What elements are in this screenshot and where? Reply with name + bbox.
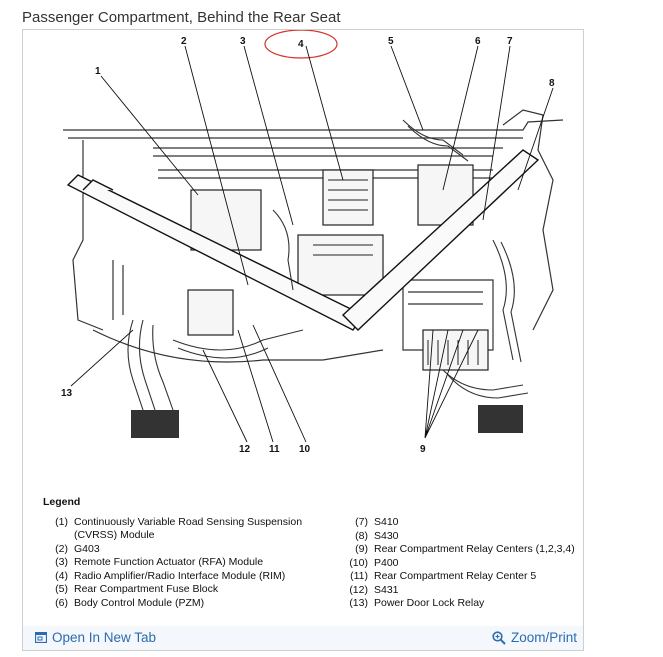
legend-item-number: (6) — [55, 596, 68, 609]
legend-item-number: (9) — [355, 543, 368, 555]
legend-item-number: (7) — [355, 516, 368, 528]
legend-item: (9) Rear Compartment Relay Centers (1,2,3… — [343, 543, 583, 556]
callout-10: 10 — [299, 444, 311, 455]
legend-item: (2) G403 — [43, 543, 313, 556]
legend-right-column: (7) S410 (8) S430 (9) Rear Compartment Rela… — [343, 516, 583, 611]
legend-item-number: (5) — [55, 583, 68, 595]
legend-item: (8) S430 — [343, 530, 583, 543]
callout-11: 11 — [269, 444, 280, 455]
image-footer-bar: Open In New Tab Zoom/Print — [23, 626, 583, 650]
wire-harnesses — [127, 119, 529, 411]
wiring-diagram[interactable]: 1 2 3 4 5 6 7 8 9 10 11 12 13 — [23, 30, 583, 490]
leader-lines — [70, 45, 554, 443]
new-tab-icon — [35, 632, 47, 643]
legend-item-number: (4) — [55, 569, 68, 582]
legend-item: (13) Power Door Lock Relay — [343, 597, 583, 610]
page-title: Passenger Compartment, Behind the Rear S… — [22, 9, 341, 26]
callout-1: 1 — [95, 66, 101, 77]
legend-item-text: S410 — [374, 516, 399, 528]
callout-2: 2 — [181, 36, 187, 47]
callout-13: 13 — [61, 388, 73, 399]
legend-item-text: Rear Compartment Relay Center 5 — [374, 570, 537, 582]
legend-item-number: (2) — [55, 542, 68, 555]
legend-item-number: (8) — [355, 529, 368, 542]
legend-item-number: (1) — [55, 516, 68, 528]
legend-item-text: Continuously Variable Road Sensing Suspe… — [74, 516, 303, 541]
legend-item-text: G403 — [74, 542, 100, 555]
legend-item: (7) S410 — [343, 516, 583, 529]
legend-item-number: (3) — [55, 556, 68, 568]
legend-item-text: S431 — [374, 583, 399, 596]
highlight-ellipse — [264, 30, 338, 59]
legend-item: (6) Body Control Module (PZM) — [43, 597, 313, 610]
legend-item: (3) Remote Function Actuator (RFA) Module — [43, 556, 313, 569]
legend-item: (4) Radio Amplifier/Radio Interface Modul… — [43, 570, 313, 583]
legend-item-text: Power Door Lock Relay — [374, 597, 485, 609]
legend-item: (1) Continuously Variable Road Sensing Su… — [43, 516, 313, 542]
zoom-print-label: Zoom/Print — [510, 630, 577, 645]
callout-4: 4 — [298, 39, 304, 50]
open-in-new-tab-label: Open In New Tab — [52, 630, 157, 645]
callout-12: 12 — [239, 444, 251, 455]
diagram-frame: 1 2 3 4 5 6 7 8 9 10 11 12 13 Legend (1)… — [22, 29, 584, 651]
callout-5: 5 — [388, 36, 394, 47]
legend-item-text: S430 — [374, 529, 399, 542]
callout-7: 7 — [507, 36, 513, 47]
magnifier-icon — [492, 630, 506, 645]
zoom-print-link[interactable]: Zoom/Print — [492, 630, 577, 645]
legend-item-number: (12) — [349, 583, 368, 596]
legend-item-text: Body Control Module (PZM) — [74, 596, 205, 609]
legend-item-number: (13) — [349, 597, 368, 609]
callout-labels: 1 2 3 4 5 6 7 8 9 10 11 12 13 — [61, 36, 555, 455]
legend-item: (5) Rear Compartment Fuse Block — [43, 583, 313, 596]
callout-9: 9 — [420, 444, 426, 455]
legend-item-text: Remote Function Actuator (RFA) Module — [74, 556, 264, 568]
cross-braces — [66, 149, 540, 331]
legend-item-number: (11) — [350, 570, 368, 582]
legend-item-number: (10) — [349, 556, 368, 569]
legend-item: (12) S431 — [343, 584, 583, 597]
legend-left-column: (1) Continuously Variable Road Sensing Su… — [43, 516, 313, 610]
module-details — [313, 179, 479, 365]
callout-8: 8 — [549, 78, 555, 89]
legend-item-text: Rear Compartment Fuse Block — [74, 583, 219, 595]
harness-ends — [131, 405, 523, 438]
legend-item: (10) P400 — [343, 557, 583, 570]
callout-6: 6 — [475, 36, 481, 47]
legend-item-text: Radio Amplifier/Radio Interface Module (… — [74, 569, 286, 582]
legend-item-text: P400 — [374, 556, 399, 569]
open-in-new-tab-link[interactable]: Open In New Tab — [35, 630, 156, 645]
callout-3: 3 — [240, 36, 246, 47]
legend-item: (11) Rear Compartment Relay Center 5 — [343, 570, 583, 583]
legend-heading: Legend — [43, 496, 81, 508]
legend-item-text: Rear Compartment Relay Centers (1,2,3,4) — [374, 543, 575, 555]
